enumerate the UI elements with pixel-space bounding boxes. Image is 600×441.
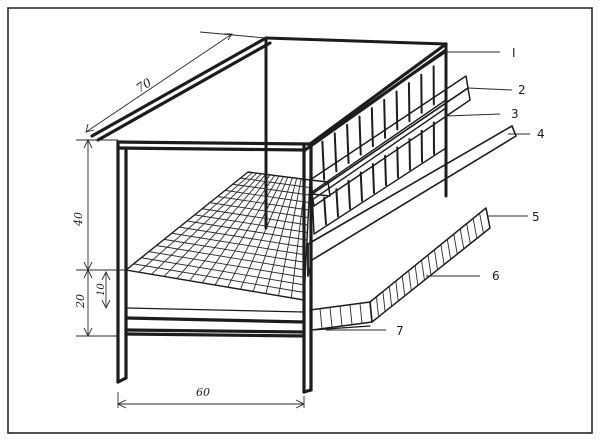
mesh-wire (202, 208, 308, 226)
egg-rolloff-floor (307, 125, 517, 277)
wall-slat (321, 140, 326, 181)
tray-slat (319, 308, 323, 329)
mesh-wire (156, 245, 306, 271)
callout-4: 4 (537, 127, 545, 141)
wall-slat (408, 138, 411, 171)
wall-slat (370, 107, 374, 148)
tray-slat (401, 275, 406, 296)
back-feeder-wall (309, 51, 447, 235)
wall-slat (407, 82, 411, 123)
mesh-wire (179, 226, 307, 248)
wall-slat (395, 90, 399, 131)
wall-slat (346, 123, 350, 164)
dim-depth: 70 (134, 75, 155, 95)
mesh-wire (194, 214, 308, 233)
tray-slat (414, 265, 419, 286)
mesh-wire (171, 232, 307, 256)
drawing-border (7, 7, 593, 434)
wall-slat (371, 163, 375, 194)
tray-slat (446, 239, 452, 260)
mesh-grid (133, 172, 310, 298)
mesh-wire (217, 196, 309, 211)
mesh-wire (148, 251, 306, 278)
tray-slat (433, 249, 439, 270)
mesh-wire (186, 220, 308, 241)
tray-slat (472, 218, 478, 239)
tray-slat (421, 260, 425, 281)
mesh-wire (141, 257, 305, 286)
wall-slat (384, 154, 387, 187)
wall-slat (359, 171, 363, 202)
tray-slat (349, 304, 353, 325)
tray-slat (395, 281, 399, 302)
tray-slat (440, 244, 445, 265)
callout-leaders (326, 51, 530, 331)
dim-height-tray: 10 (96, 283, 107, 296)
callout-5: 5 (532, 210, 540, 224)
tray-slat (466, 223, 471, 244)
manure-tray (125, 307, 371, 331)
tray-slat (427, 254, 432, 276)
tray-slat (388, 286, 393, 307)
callout-7: 7 (396, 324, 404, 338)
callout-6: 6 (492, 269, 500, 283)
wall-slat (333, 132, 338, 173)
tray-slat (339, 305, 343, 327)
tray-slat (459, 228, 465, 249)
mesh-wire (232, 183, 310, 196)
mesh-wire (225, 189, 309, 203)
tray-slat (375, 296, 380, 317)
tray-slats (319, 213, 484, 329)
mesh-wire (209, 202, 309, 218)
callout-1: I (512, 46, 516, 60)
mesh-wire (240, 177, 310, 188)
tray-slat (359, 303, 363, 324)
tray-slat (329, 307, 333, 328)
tray-slat (382, 291, 386, 312)
wall-slat (358, 115, 362, 156)
callout-2: 2 (518, 83, 526, 97)
callout-3: 3 (511, 107, 519, 121)
wall-slats (321, 65, 435, 226)
dimension-lines (76, 31, 306, 409)
wall-slat (383, 98, 387, 139)
cage-frame-back (264, 36, 448, 230)
dim-height-lower: 20 (74, 294, 87, 309)
dim-height-upper: 40 (72, 212, 85, 227)
wall-slat (396, 146, 399, 179)
egg-tray (309, 207, 491, 331)
wall-slat (335, 188, 339, 218)
dim-width: 60 (196, 386, 210, 399)
mesh-floor (125, 171, 311, 301)
mesh-wire (133, 263, 305, 293)
tray-slat (408, 270, 412, 291)
tray-slat (453, 234, 458, 255)
wall-slat (347, 179, 351, 210)
tray-slat (479, 213, 484, 234)
mesh-wire (164, 238, 306, 263)
wall-slat (323, 196, 327, 226)
